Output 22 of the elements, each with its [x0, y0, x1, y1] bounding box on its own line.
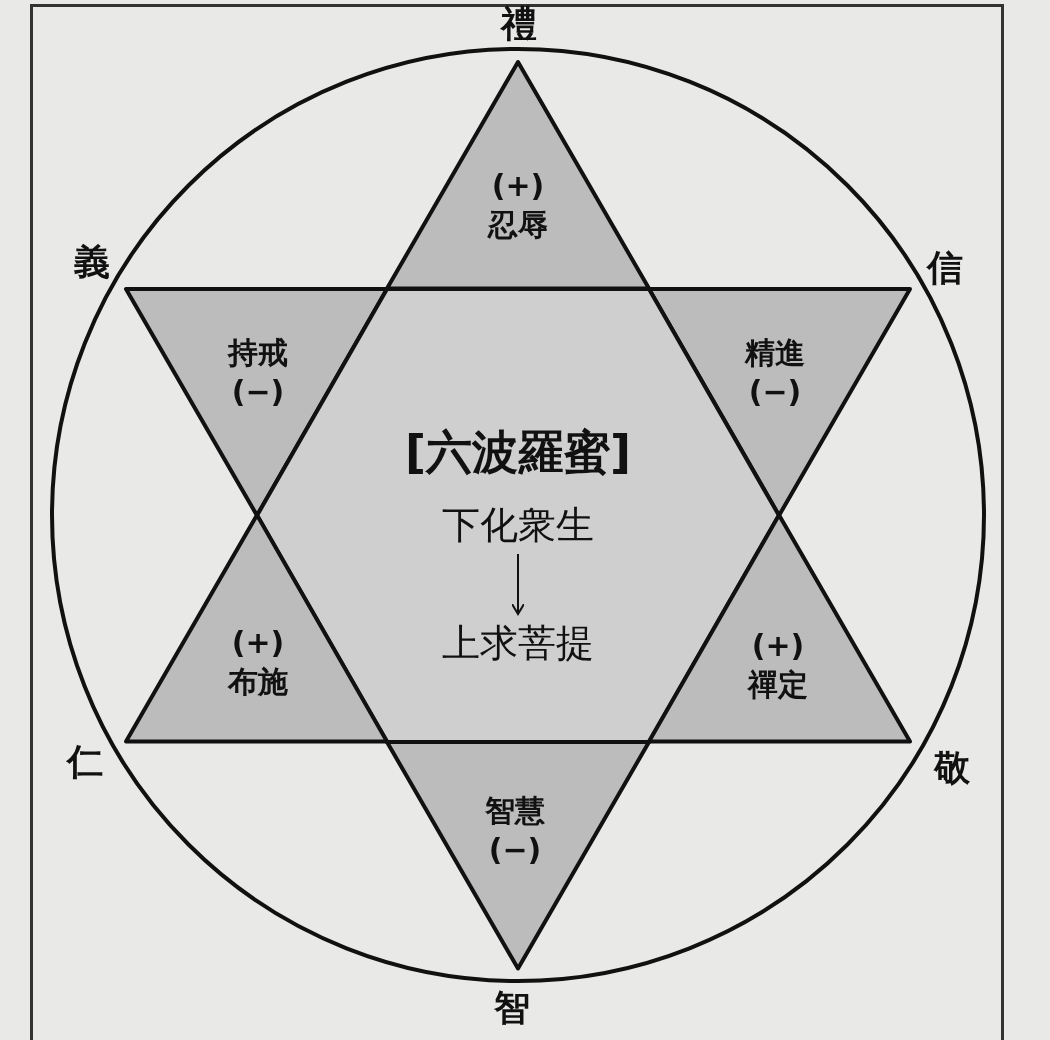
vertex-label: 仁	[67, 739, 103, 784]
text-label: 上求菩提	[408, 618, 628, 668]
node-text: 智慧	[485, 793, 545, 828]
text-label: 下化衆生	[408, 500, 628, 550]
node-text: 忍辱	[488, 207, 548, 242]
node-text: (+)	[751, 628, 805, 663]
node-text: 持戒	[228, 335, 288, 370]
node-text: (−)	[488, 832, 542, 867]
vertex-label: 敬	[934, 745, 970, 790]
vertex-label: 禮	[501, 1, 537, 46]
vertex-label: 智	[494, 985, 530, 1030]
node-text: (+)	[491, 168, 545, 203]
node-text: (−)	[231, 374, 285, 409]
node-text: 布施	[228, 664, 288, 699]
vertex-label: 信	[927, 245, 963, 290]
node-text: (+)	[231, 625, 285, 660]
node-text: 禪定	[748, 667, 808, 702]
title-text: [六波羅蜜]	[405, 425, 631, 479]
arrow	[511, 553, 525, 615]
node-text: 精進	[745, 335, 805, 370]
node-text: (−)	[748, 374, 802, 409]
vertex-label: 義	[74, 239, 110, 284]
